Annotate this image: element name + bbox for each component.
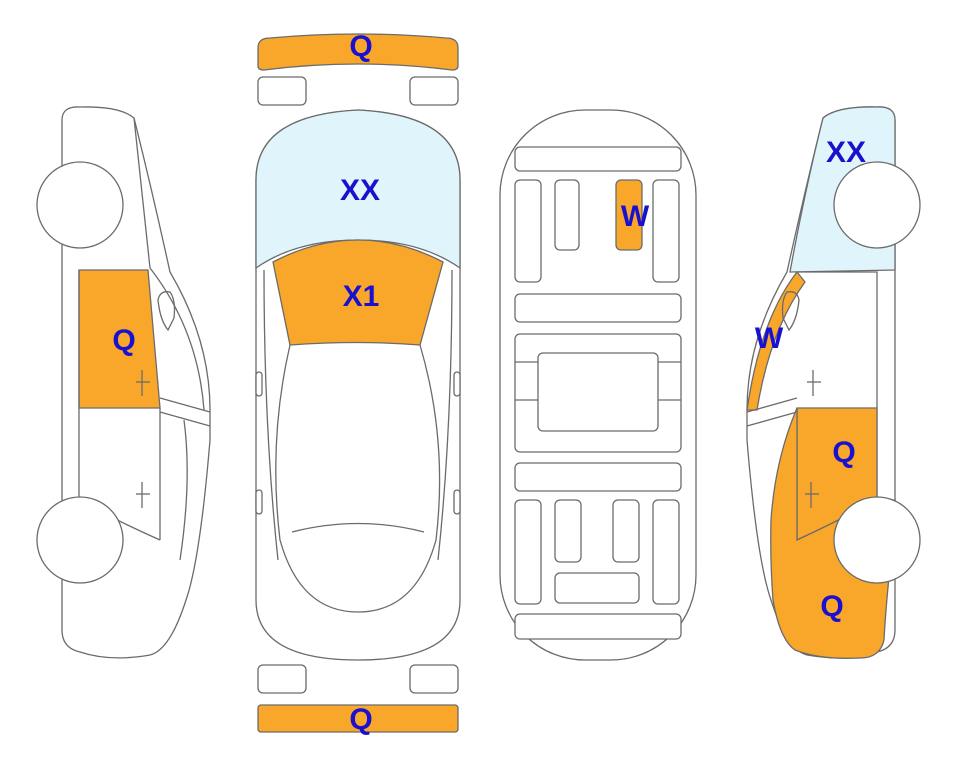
front-right-headlight (409, 76, 459, 106)
right-front-wheel (833, 161, 921, 249)
hood-code: X1 (343, 280, 380, 313)
left-side-view: Q (36, 106, 211, 659)
roof-panel[interactable] (615, 179, 643, 251)
top-view-cabin (275, 344, 441, 613)
rear-bumper[interactable] (257, 704, 459, 733)
left-front-wheel (36, 161, 124, 249)
left-front-door[interactable] (78, 269, 161, 409)
right-rear-wheel (833, 496, 921, 584)
right-rear-door-code: Q (832, 436, 855, 469)
front-left-headlight (257, 76, 307, 106)
front-bumper-code: Q (349, 30, 372, 63)
top-view-rear-window (291, 522, 425, 533)
rear-bumper-code: Q (349, 703, 372, 736)
front-bumper[interactable] (257, 33, 459, 71)
rear-left-light (257, 664, 307, 694)
top-view-left-curve (263, 269, 279, 561)
left-rear-wheel (36, 496, 124, 584)
right-rear-quarter-code: Q (820, 590, 843, 623)
roof-panel-code: W (621, 200, 650, 233)
left-front-door-code: Q (112, 324, 135, 357)
right-side-view: XX W Q Q (746, 106, 921, 659)
left-mirror-top (255, 371, 263, 397)
right-pillar-code: W (755, 322, 784, 355)
left-handle-top (255, 489, 263, 515)
rear-bumper-group[interactable]: Q (257, 703, 459, 736)
front-bumper-group[interactable]: Q (257, 30, 459, 71)
windshield[interactable] (255, 109, 461, 270)
windshield-code: XX (340, 174, 380, 207)
rear-right-light (409, 664, 459, 694)
right-handle-top (453, 489, 461, 515)
top-view: XX X1 (255, 109, 461, 661)
hood[interactable] (272, 239, 444, 346)
top-view-right-curve (437, 269, 453, 561)
underbody-view: W (499, 109, 697, 661)
right-rear-glass-code: XX (826, 136, 866, 169)
right-mirror-top (453, 371, 461, 397)
